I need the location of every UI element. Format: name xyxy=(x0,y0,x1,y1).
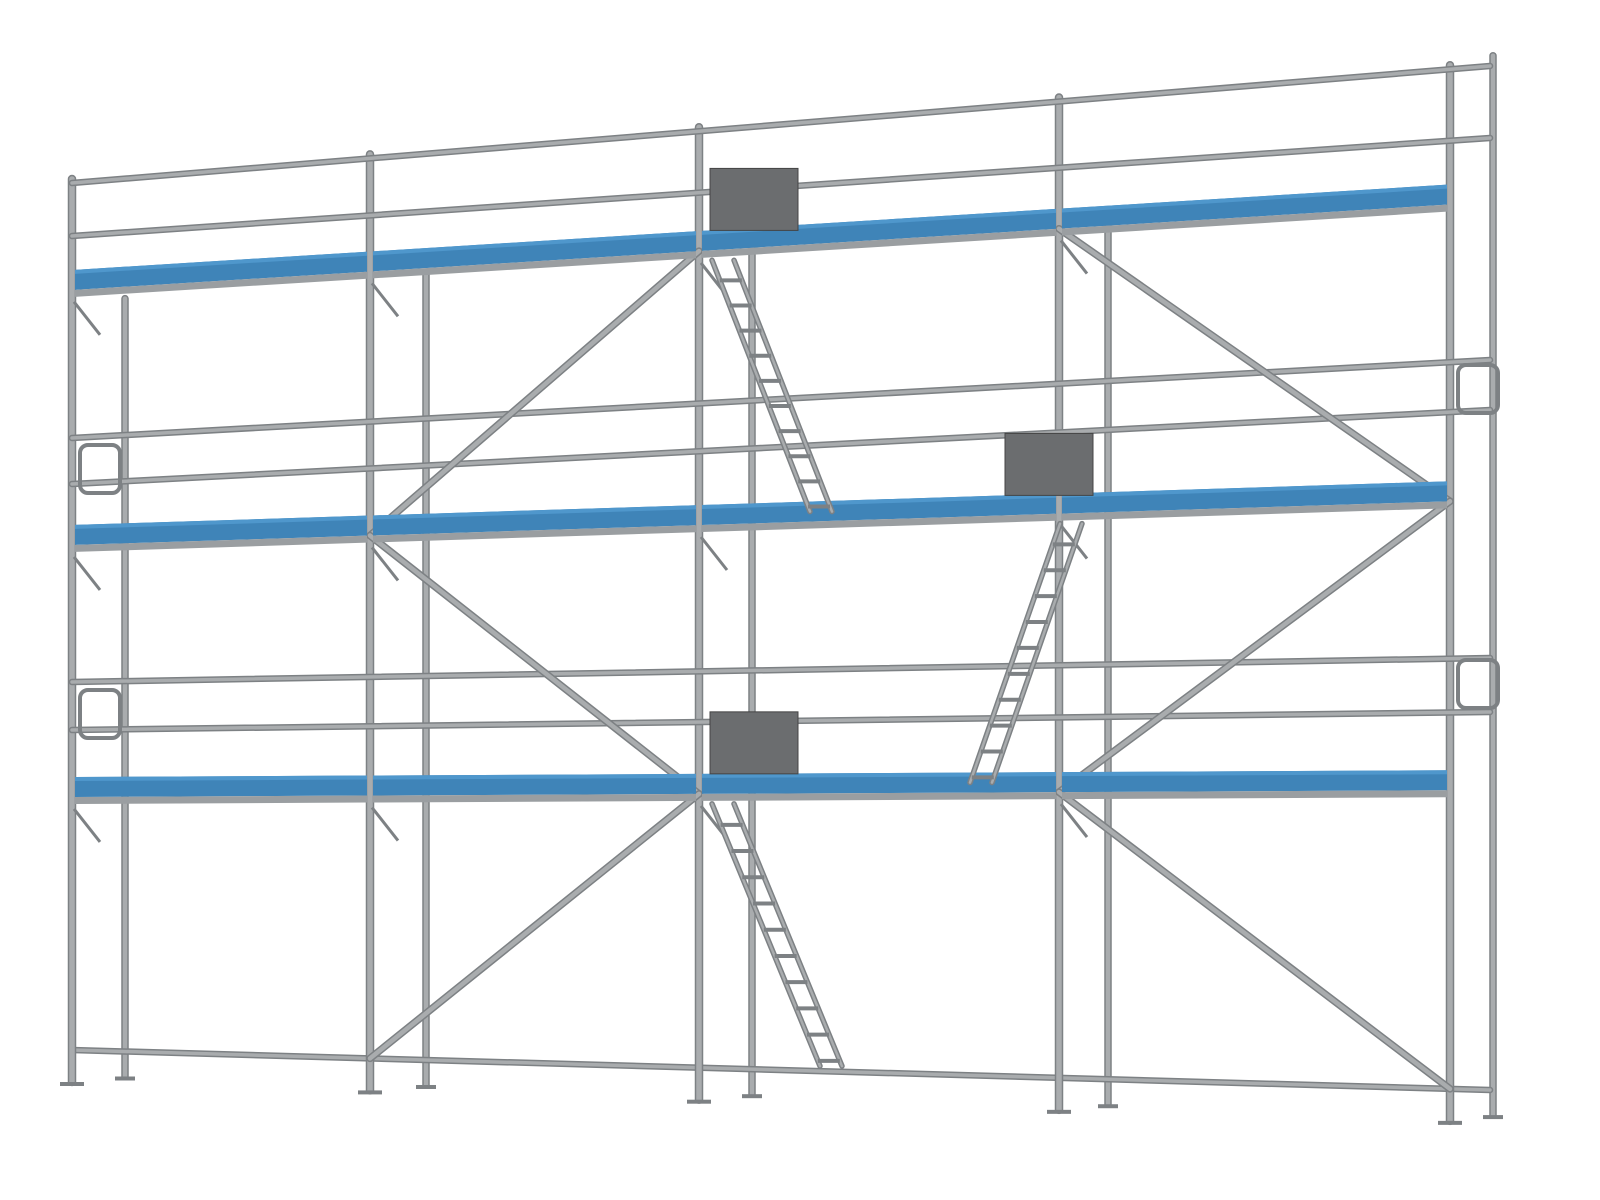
deck-frame xyxy=(702,228,1056,258)
deck-board-top xyxy=(75,775,367,781)
deck-board-top xyxy=(75,251,367,274)
deck-board-top xyxy=(373,773,696,780)
deck-board xyxy=(373,773,696,796)
deck-bracket xyxy=(72,555,102,591)
deck-frame xyxy=(1062,790,1447,800)
deck-frame xyxy=(75,535,367,552)
base-plate xyxy=(60,1082,84,1086)
base-ledger xyxy=(70,1048,1492,1092)
deck-board xyxy=(373,505,696,536)
ladder-rail xyxy=(710,259,812,513)
end-guard-loop xyxy=(78,443,122,495)
deck-board xyxy=(702,208,1056,251)
deck-frame xyxy=(1062,501,1447,521)
deck-bracket xyxy=(370,806,400,842)
base-plate xyxy=(416,1084,436,1089)
diagonal-brace xyxy=(367,533,702,797)
base-plate xyxy=(1483,1115,1503,1120)
deck-board xyxy=(1062,770,1447,793)
deck-bracket xyxy=(370,282,400,318)
diagonal-brace xyxy=(1056,789,1453,1092)
base-plate xyxy=(742,1094,762,1099)
guard-rail xyxy=(70,408,1492,486)
deck-board-top xyxy=(373,231,696,256)
deck-frame xyxy=(702,792,1056,801)
end-guard-loop xyxy=(1456,363,1500,415)
deck-bracket xyxy=(699,536,729,571)
deck-frame xyxy=(1062,204,1447,236)
deck-board xyxy=(75,251,367,290)
deck-board xyxy=(373,231,696,272)
deck-frame xyxy=(702,513,1056,533)
guard-rail xyxy=(70,358,1492,440)
base-plate xyxy=(1047,1109,1071,1114)
deck-board-top xyxy=(1062,770,1447,777)
base-plate xyxy=(1098,1104,1118,1109)
end-guard-loop xyxy=(1456,658,1500,710)
deck-board xyxy=(1062,184,1447,229)
deck-bracket xyxy=(1059,803,1089,839)
diagonal-brace xyxy=(367,791,702,1061)
base-plate xyxy=(687,1099,711,1104)
deck-board-top xyxy=(373,505,696,520)
ladder-rail xyxy=(968,522,1062,784)
deck-board xyxy=(702,493,1056,526)
hatch-panel xyxy=(709,711,799,775)
deck-board-top xyxy=(75,515,367,529)
deck-board xyxy=(702,772,1056,794)
ladder-rail xyxy=(732,259,834,513)
diagonal-brace xyxy=(367,248,702,538)
deck-frame xyxy=(373,793,696,803)
guard-rail xyxy=(70,64,1492,185)
deck-bracket xyxy=(370,546,400,582)
deck-frame xyxy=(373,251,696,279)
hatch-panel xyxy=(709,167,799,231)
base-plate xyxy=(1438,1120,1462,1125)
guard-rail xyxy=(70,656,1492,684)
ladder-rail xyxy=(732,802,844,1068)
hatch-panel xyxy=(1004,432,1094,496)
diagonal-brace xyxy=(1056,499,1453,795)
end-guard-loop xyxy=(78,688,122,740)
deck-board-top xyxy=(1062,481,1447,498)
deck-frame xyxy=(75,795,367,804)
deck-frame xyxy=(75,271,367,297)
base-plate xyxy=(115,1076,135,1081)
deck-frame xyxy=(373,525,696,543)
deck-board xyxy=(75,775,367,797)
deck-bracket xyxy=(72,808,102,843)
deck-bracket xyxy=(72,300,102,336)
deck-board-top xyxy=(702,493,1056,510)
diagonal-brace xyxy=(1056,226,1453,504)
deck-board xyxy=(1062,481,1447,514)
base-plate xyxy=(358,1090,382,1095)
ladder-rail xyxy=(710,802,822,1068)
deck-bracket xyxy=(1059,239,1089,275)
ladder-rail xyxy=(990,522,1084,784)
deck-board-top xyxy=(1062,184,1447,213)
